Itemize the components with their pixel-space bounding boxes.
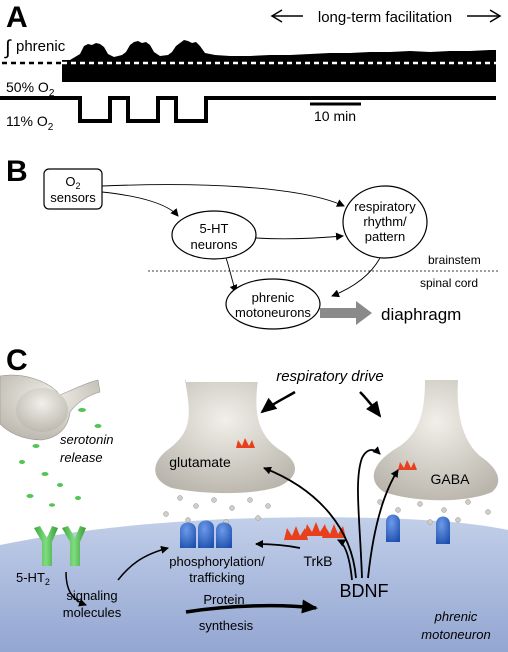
phrenic-motoneurons-node — [225, 278, 321, 330]
receptor-label: 5-HT2 — [16, 570, 50, 587]
motoneuron-label-line1: phrenic — [434, 609, 478, 624]
gaba-label: GABA — [431, 471, 471, 487]
5ht-to-rhythm-arrow — [255, 232, 344, 241]
signaling-line2: molecules — [63, 605, 122, 620]
phospho-line2: trafficking — [189, 570, 244, 585]
serotonergic-bouton — [16, 388, 68, 432]
oxygen-protocol-trace — [0, 96, 496, 123]
rhythm-line1: respiratory — [354, 199, 416, 214]
signaling-to-phospho-arrow — [117, 545, 169, 581]
ltf-label-bg — [303, 7, 467, 25]
o2-sensors-line1: O2 — [65, 174, 80, 191]
spinal-cord-label: spinal cord — [420, 276, 478, 290]
panel-label-c: C — [6, 344, 28, 377]
bdnf-label: BDNF — [340, 581, 389, 601]
scale-bar-label: 10 min — [314, 108, 356, 124]
o2-low-prefix: 11% O — [6, 113, 48, 129]
5ht2-receptor-left — [34, 526, 58, 566]
5ht-neurons-line1: 5-HT — [200, 221, 229, 236]
motoneuron-label-line2: motoneuron — [421, 627, 490, 642]
output-arrow — [320, 301, 372, 325]
serotonin-label-line1: serotonin — [60, 432, 113, 447]
o2-high-prefix: 50% O — [6, 79, 49, 95]
glutamate-label: glutamate — [169, 454, 231, 470]
panel-a: A long-term facilitation ∫ phrenic 50% O… — [0, 1, 502, 133]
integral-symbol: ∫ — [4, 37, 12, 59]
signaling-line1: signaling — [66, 588, 117, 603]
o2-high-sub: 2 — [49, 88, 55, 99]
bdnf-to-gaba-arrow — [367, 469, 399, 579]
o2-sensors-line2: sensors — [50, 190, 96, 205]
o2-sensors-prefix: O — [65, 174, 75, 189]
receptor-prefix: 5-HT — [16, 570, 45, 585]
drive-to-glutamate-arrow — [260, 390, 296, 414]
ltf-label: long-term facilitation — [318, 9, 452, 26]
receptor-to-signaling-arrow — [65, 571, 87, 607]
panel-b: B O2 sensors 5-HT neurons respiratory rh… — [6, 155, 500, 330]
rhythm-line3: pattern — [365, 229, 405, 244]
bdnf-to-trkb-arrow — [337, 539, 353, 581]
5ht-neurons-node — [171, 210, 257, 260]
protein-line1: Protein — [203, 592, 244, 607]
motoneuron-membrane — [0, 517, 508, 652]
trkb-label: TrkB — [303, 553, 332, 569]
presynaptic-receptor-gaba — [398, 460, 417, 470]
motoneurons-line1: phrenic — [252, 290, 295, 305]
trkb-to-phospho-arrow — [255, 540, 301, 549]
glutamate-receptors — [180, 520, 232, 548]
phrenic-activity-trace — [62, 40, 496, 82]
glutamate-terminal — [155, 380, 295, 494]
respiratory-drive-label: respiratory drive — [276, 368, 384, 385]
o2-low-label: 11% O2 — [6, 113, 54, 133]
gaba-terminal — [373, 380, 499, 501]
gaba-receptors — [386, 514, 450, 544]
brainstem-label: brainstem — [428, 253, 481, 267]
o2-high-label: 50% O2 — [6, 79, 55, 99]
ltf-arrow-right-head — [489, 9, 502, 23]
rhythm-to-motoneurons-arrow — [331, 257, 381, 298]
o2-sensors-sub: 2 — [76, 181, 81, 191]
motoneurons-line2: motoneurons — [235, 305, 311, 320]
diaphragm-label: diaphragm — [381, 305, 461, 324]
o2-sensors-box — [43, 168, 103, 210]
protein-synthesis-arrow — [185, 599, 318, 614]
serotonin-label-line2: release — [60, 450, 103, 465]
panel-label-a: A — [6, 1, 28, 34]
trkb-receptors — [284, 522, 346, 540]
transmitter-vesicles — [163, 495, 491, 525]
phospho-line1: phosphorylation/ — [169, 554, 265, 569]
sensors-to-5ht-arrow — [101, 191, 179, 217]
bdnf-to-glutamate-arrow — [263, 466, 357, 579]
phrenic-label: phrenic — [16, 38, 66, 55]
panel-label-b: B — [6, 155, 28, 188]
protein-line2: synthesis — [199, 618, 254, 633]
drive-to-gaba-arrow — [359, 391, 382, 418]
panel-c: C serotonin release 5-HT2 signaling — [0, 344, 508, 652]
5ht-neurons-line2: neurons — [191, 237, 238, 252]
sensors-to-rhythm-arrow — [101, 184, 345, 207]
5ht2-receptor-right — [62, 526, 86, 566]
o2-low-sub: 2 — [48, 122, 54, 133]
rhythm-line2: rhythm/ — [363, 214, 407, 229]
bdnf-to-gaba-receptor-arrow — [357, 446, 381, 579]
presynaptic-receptor-glutamate — [236, 438, 255, 448]
ltf-arrow-left-head — [270, 9, 283, 23]
respiratory-rhythm-node — [342, 185, 428, 259]
receptor-sub: 2 — [45, 577, 50, 587]
serotonin-vesicles — [19, 408, 102, 507]
glutamate-stalk-top — [186, 376, 258, 382]
